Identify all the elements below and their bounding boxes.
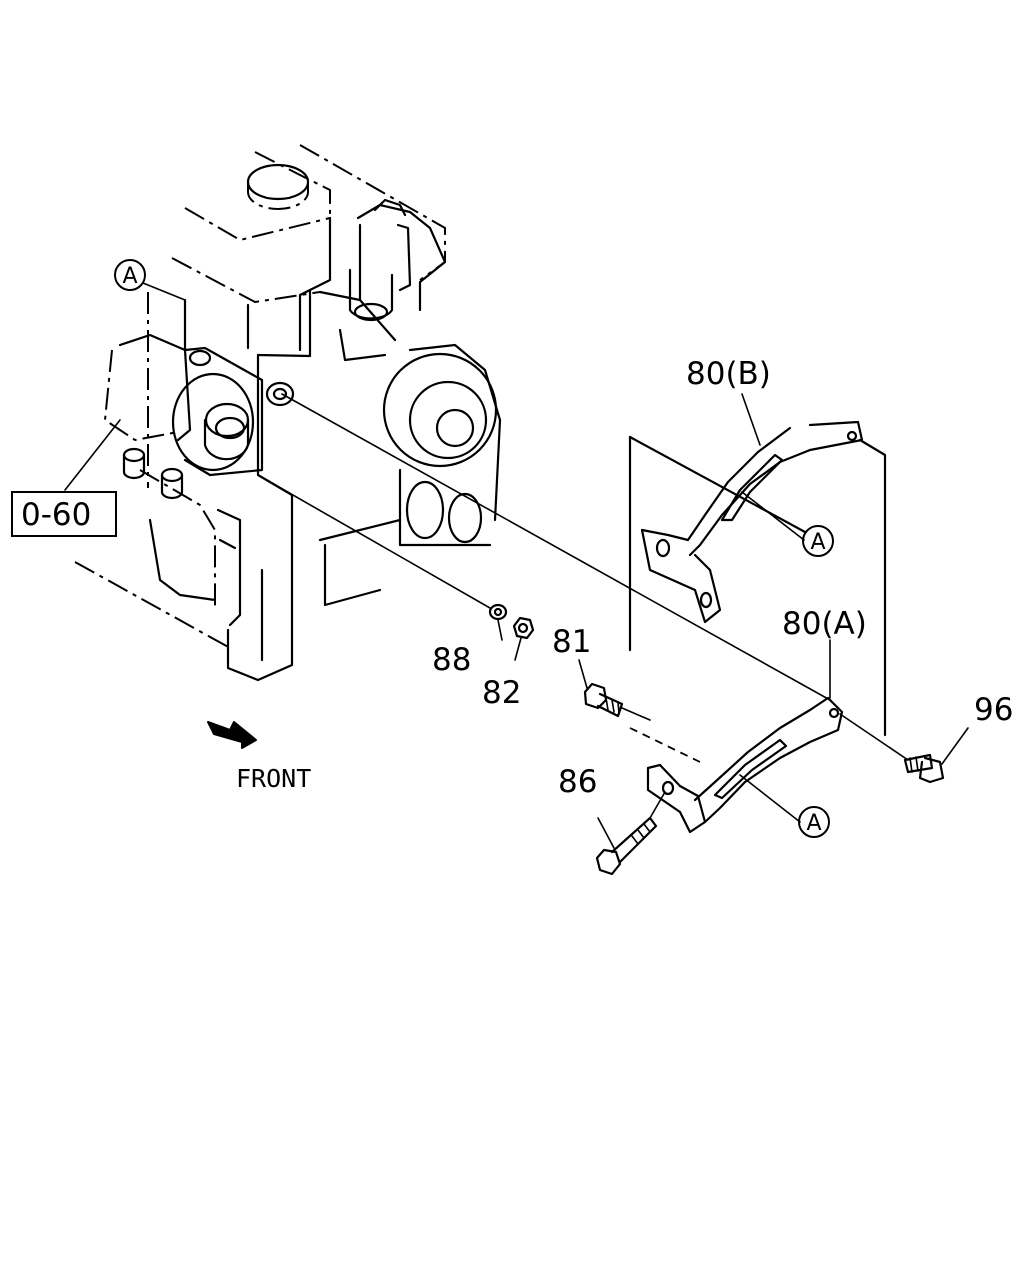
label-96: 96 bbox=[974, 692, 1013, 728]
ref-a-marker-80b: A bbox=[802, 525, 834, 557]
leader-lines bbox=[64, 282, 969, 849]
ref-a-label: A bbox=[122, 264, 137, 289]
engine-block bbox=[74, 144, 502, 682]
assembly-lines bbox=[257, 393, 909, 819]
label-86: 86 bbox=[558, 764, 597, 800]
label-80b: 80(B) bbox=[686, 356, 771, 392]
ref-box bbox=[11, 491, 117, 537]
ref-a-label: A bbox=[806, 811, 821, 836]
front-label: FRONT bbox=[236, 764, 311, 793]
ref-box-label: 0-60 bbox=[21, 497, 91, 533]
label-88: 88 bbox=[432, 642, 471, 678]
label-81: 81 bbox=[552, 624, 591, 660]
front-arrow-icon bbox=[207, 721, 257, 749]
nut-82 bbox=[512, 616, 535, 640]
bolt-96 bbox=[903, 753, 945, 784]
bolt-81 bbox=[583, 682, 624, 718]
bracket-80b bbox=[628, 420, 887, 737]
label-82: 82 bbox=[482, 675, 521, 711]
bolt-86 bbox=[595, 816, 658, 876]
ref-a-marker-80a: A bbox=[798, 806, 830, 838]
label-80a: 80(A) bbox=[782, 606, 867, 642]
ref-a-label: A bbox=[810, 530, 825, 555]
washer-88 bbox=[488, 603, 508, 621]
ref-a-marker-engine: A bbox=[114, 259, 146, 291]
